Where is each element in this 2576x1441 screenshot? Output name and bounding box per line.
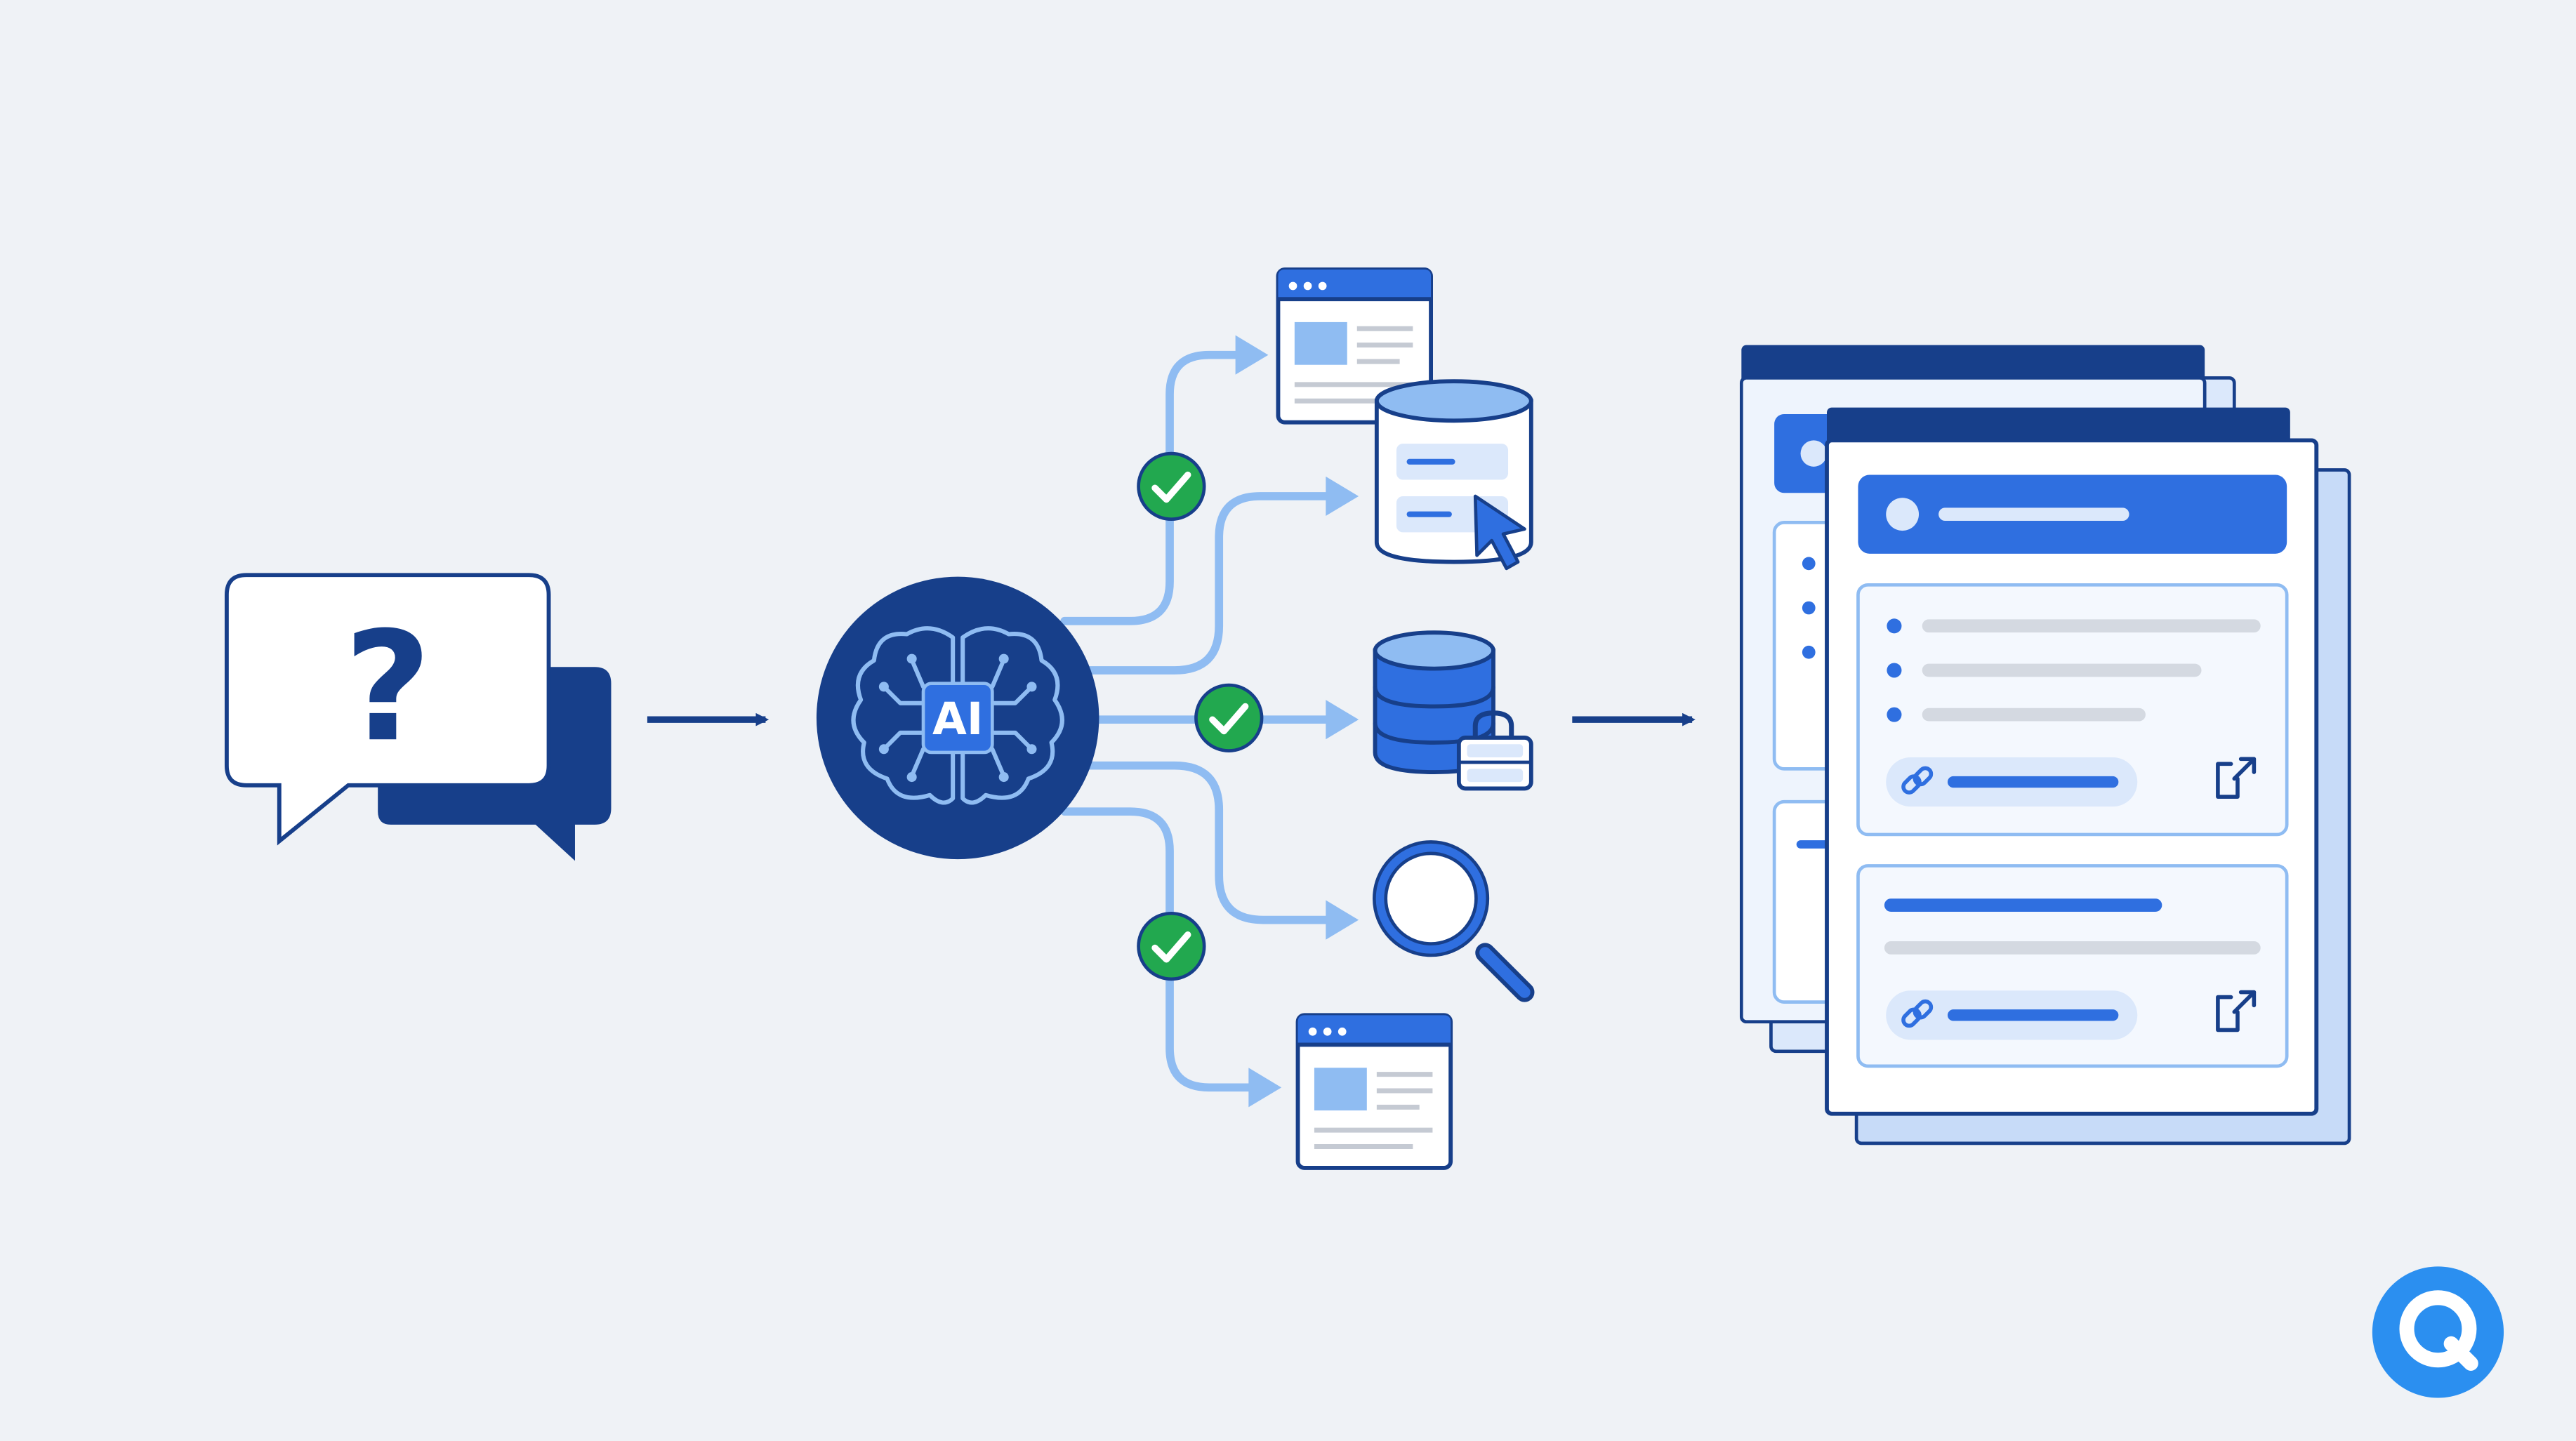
branch-arrowhead-1 bbox=[1235, 335, 1269, 375]
question-mark: ? bbox=[344, 599, 432, 775]
link-icon bbox=[1901, 999, 1934, 1028]
secure-database-icon bbox=[1373, 630, 1533, 791]
check-icon-1 bbox=[1137, 451, 1206, 522]
ai-label: AI bbox=[932, 693, 983, 745]
branch-line-4 bbox=[1080, 761, 1343, 924]
chat-question-icon: ? bbox=[224, 573, 612, 861]
result-documents-icon bbox=[1739, 345, 2351, 1146]
branch-arrowhead-5 bbox=[1248, 1068, 1282, 1108]
lock-icon bbox=[1456, 710, 1533, 791]
external-link-icon[interactable] bbox=[2216, 990, 2257, 1032]
web-page-icon bbox=[1276, 267, 1433, 425]
cursor-icon bbox=[1473, 494, 1526, 571]
branch-arrowhead-4 bbox=[1326, 900, 1359, 940]
check-icon-3 bbox=[1137, 911, 1206, 981]
branch-arrowhead-2 bbox=[1326, 476, 1359, 517]
search-icon bbox=[1373, 840, 1535, 1002]
branch-line-2 bbox=[1080, 492, 1343, 675]
q-logo-icon[interactable] bbox=[2372, 1266, 2504, 1398]
result-card bbox=[1856, 583, 2289, 837]
external-link-icon[interactable] bbox=[2216, 757, 2257, 799]
branch-arrowheads bbox=[1235, 335, 1359, 1108]
check-icon-2 bbox=[1194, 683, 1264, 752]
ai-brain-icon: AI bbox=[816, 576, 1099, 860]
ai-chip bbox=[921, 682, 994, 755]
result-document-front bbox=[1825, 407, 2319, 1116]
chat-bubble-front bbox=[224, 573, 551, 846]
link-icon bbox=[1901, 766, 1934, 795]
web-page-icon bbox=[1295, 1013, 1453, 1170]
database-cursor-icon bbox=[1374, 379, 1533, 571]
branch-arrowhead-3 bbox=[1326, 700, 1359, 740]
result-card bbox=[1856, 864, 2289, 1068]
